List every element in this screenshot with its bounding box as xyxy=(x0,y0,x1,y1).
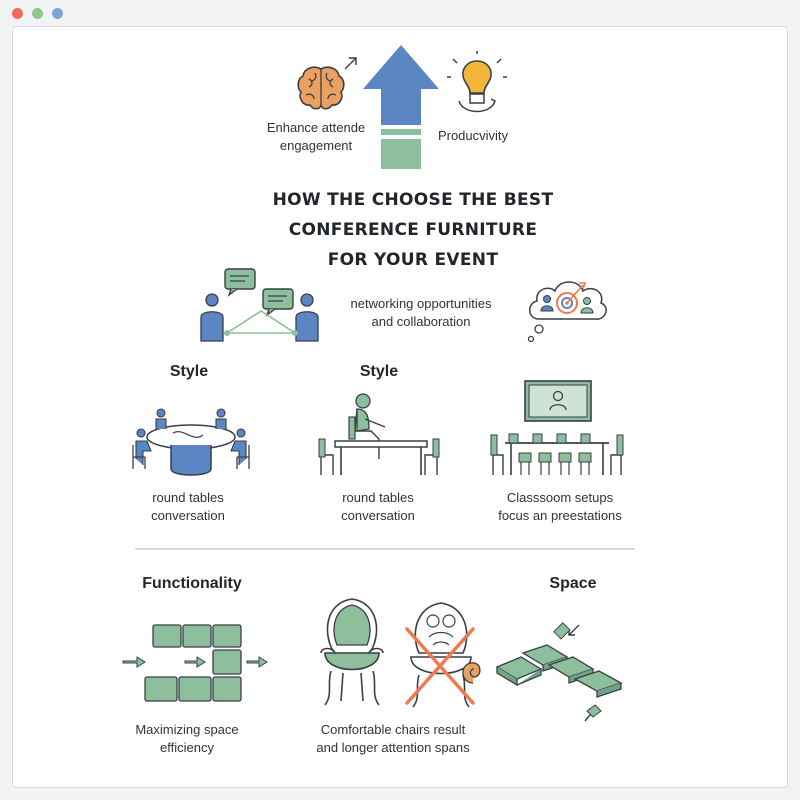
functionality-caption-line1: Maximizing space xyxy=(135,722,239,737)
style-caption-3-line1: Classsoom setups xyxy=(506,490,614,505)
style-heading-left: Style xyxy=(169,363,209,380)
space-tiles-icon xyxy=(495,622,623,722)
engagement-caption: Enhance attende engagement xyxy=(251,119,381,155)
style-caption-3-line2: focus an preestations xyxy=(498,508,622,523)
conference-table-icon xyxy=(318,393,440,475)
target-thought-cloud-icon xyxy=(527,281,607,343)
arrow-up-right-icon xyxy=(344,57,357,70)
maximize-window-button[interactable] xyxy=(52,8,63,19)
engagement-caption-line1: Enhance attende xyxy=(266,120,366,135)
style-caption-round-tables: round tables conversation xyxy=(113,489,263,525)
style-caption-2-line1: round tables xyxy=(342,490,414,505)
chairs-caption-line1: Comfortable chairs result xyxy=(320,722,466,737)
networking-people-icon xyxy=(200,268,319,342)
comfortable-chair-icon xyxy=(320,598,384,706)
space-heading: Space xyxy=(549,575,597,592)
lightbulb-icon xyxy=(447,51,507,113)
brain-icon xyxy=(297,66,345,110)
functionality-heading: Functionality xyxy=(142,575,242,592)
style-caption-2-line2: conversation xyxy=(341,508,415,523)
style-caption-conference: round tables conversation xyxy=(303,489,453,525)
title-line1: HOW THE CHOOSE THE BEST xyxy=(272,190,554,210)
networking-caption-line2: and collaboration xyxy=(371,314,471,329)
engagement-caption-line2: engagement xyxy=(279,138,353,153)
style-caption-1-line1: round tables xyxy=(152,490,224,505)
style-heading-middle: Style xyxy=(359,363,399,380)
networking-caption-line1: networking opportunities xyxy=(350,296,492,311)
infographic-canvas: Enhance attende engagement Producvivity … xyxy=(12,26,788,788)
functionality-caption-line2: efficiency xyxy=(160,740,214,755)
productivity-caption: Producvivity xyxy=(437,128,509,143)
growth-arrow-icon xyxy=(363,45,439,169)
modular-layout-icon xyxy=(122,624,268,702)
style-caption-1-line2: conversation xyxy=(151,508,225,523)
classroom-setup-icon xyxy=(490,380,624,475)
title-line3: FOR YOUR EVENT xyxy=(327,250,499,270)
round-table-icon xyxy=(132,408,250,476)
chairs-caption: Comfortable chairs result and longer att… xyxy=(283,721,503,757)
chairs-caption-line2: and longer attention spans xyxy=(316,740,470,755)
networking-caption: networking opportunities and collaborati… xyxy=(331,295,511,331)
section-divider xyxy=(135,548,635,550)
title-bar xyxy=(0,0,800,26)
ornate-chair-crossed-icon xyxy=(405,602,481,708)
style-caption-classroom: Classsoom setups focus an preestations xyxy=(475,489,645,525)
close-window-button[interactable] xyxy=(12,8,23,19)
minimize-window-button[interactable] xyxy=(32,8,43,19)
functionality-caption: Maximizing space efficiency xyxy=(117,721,257,757)
page-title: HOW THE CHOOSE THE BEST CONFERENCE FURNI… xyxy=(203,185,623,275)
title-line2: CONFERENCE FURNITURE xyxy=(288,220,538,240)
